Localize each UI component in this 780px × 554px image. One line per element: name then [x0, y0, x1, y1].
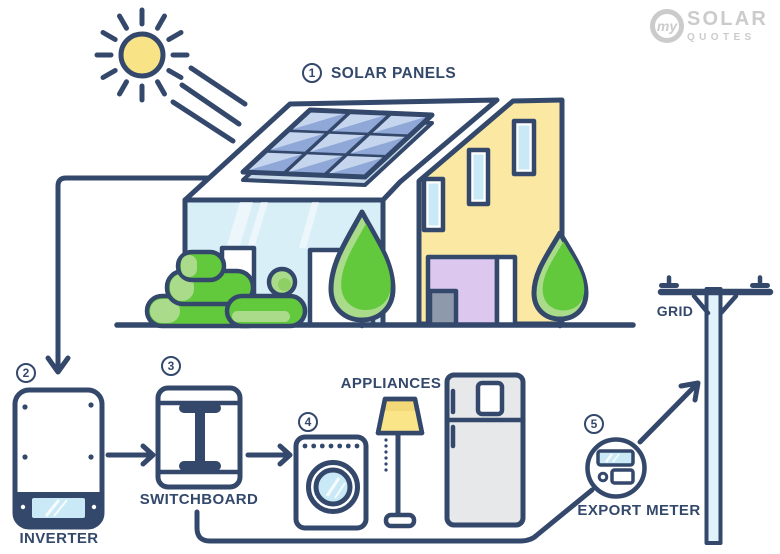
panel-frame	[240, 107, 435, 180]
wire-panels-to-inverter	[45, 175, 210, 375]
inverter-icon	[12, 387, 105, 530]
power-pole-icon	[657, 275, 774, 545]
arrow-up-right-icon	[678, 380, 701, 403]
fridge-icon	[444, 372, 526, 528]
inverter-screws	[22, 402, 94, 460]
washing-machine-icon	[293, 434, 369, 531]
step-badge-2: 2	[16, 363, 36, 383]
label-grid: GRID	[656, 303, 694, 319]
washer-buttons	[302, 443, 360, 449]
export-meter-icon	[585, 437, 647, 499]
tree-icon	[328, 209, 396, 329]
lamp-icon	[375, 396, 425, 529]
sun-rays-icon	[94, 7, 190, 103]
panel-cell-highlights	[243, 109, 433, 176]
step-number: 2	[22, 366, 30, 380]
step-number: 5	[590, 417, 598, 431]
label-export-meter: EXPORT METER	[577, 502, 701, 519]
step-number: 1	[308, 66, 316, 80]
gable-windows	[421, 118, 537, 233]
step-number: 4	[304, 415, 312, 429]
panel-grid-lines	[263, 111, 411, 176]
step-badge-1: 1	[302, 63, 322, 83]
garage-door	[425, 254, 518, 328]
step-badge-3: 3	[161, 356, 181, 376]
label-appliances: APPLIANCES	[340, 375, 442, 392]
solar-panel-icon	[240, 107, 435, 187]
step-badge-5: 5	[584, 414, 604, 434]
logo-mark-icon: my	[650, 9, 684, 43]
arrow-down-icon	[45, 355, 71, 375]
wire-switchboard-to-export-meter	[194, 487, 595, 544]
logo-word-solar: SOLAR	[687, 8, 768, 30]
sunbeam-lines-icon	[170, 65, 248, 144]
tree-icon	[531, 230, 589, 329]
wire-export-meter-to-grid	[637, 380, 701, 445]
label-solar-panels: SOLAR PANELS	[331, 65, 457, 82]
solarquotes-logo: my SOLAR QUOTES	[650, 9, 768, 43]
arrow-switchboard-to-appliances	[245, 443, 293, 467]
lamp-cord	[384, 438, 388, 472]
switchboard-icon	[155, 385, 243, 490]
step-number: 3	[167, 359, 175, 373]
landscaping	[144, 209, 589, 329]
logo-mark-text: my	[656, 18, 678, 34]
inverter-screen	[32, 498, 85, 518]
sun-icon	[94, 7, 190, 103]
step-badge-4: 4	[298, 412, 318, 432]
label-switchboard: SWITCHBOARD	[139, 491, 259, 508]
bush-icon	[144, 249, 308, 329]
logo-word-quotes: QUOTES	[687, 32, 756, 43]
arrow-inverter-to-switchboard	[105, 443, 156, 467]
label-inverter: INVERTER	[19, 530, 99, 547]
